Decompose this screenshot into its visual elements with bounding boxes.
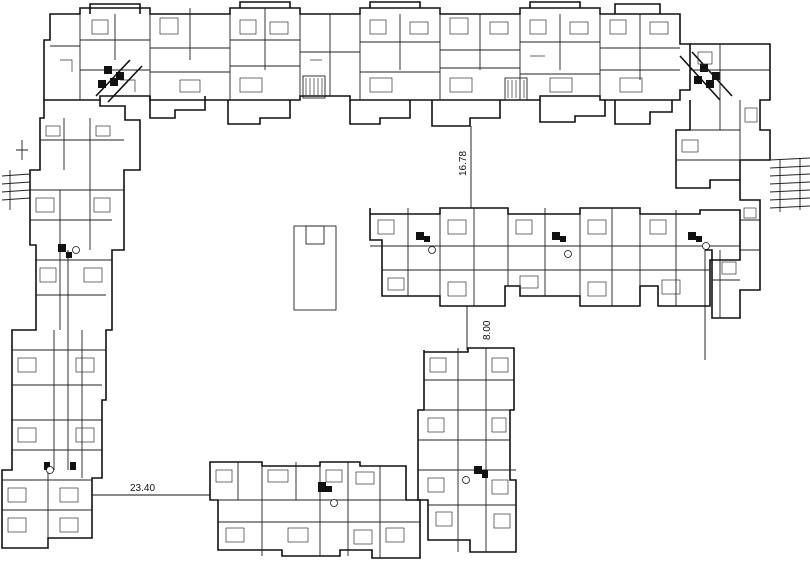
dimension-label-courtyard-width: 23.40: [130, 483, 155, 494]
inner-vertical-wing: [417, 347, 517, 553]
dimension-label-north-gap: 16.78: [458, 151, 469, 176]
dimension-inner-gap: 8.00: [466, 306, 493, 350]
east-wing: [675, 43, 810, 360]
south-wing: [209, 461, 421, 559]
inner-horizontal-wing: [369, 207, 741, 307]
dimension-courtyard-width: 23.40: [92, 483, 210, 496]
dimension-label-inner-gap: 8.00: [482, 320, 493, 340]
dimension-north-gap: 16.78: [458, 126, 472, 208]
courtyard-pool: [293, 225, 337, 311]
west-wing: [1, 100, 141, 549]
north-wing: [43, 1, 733, 127]
